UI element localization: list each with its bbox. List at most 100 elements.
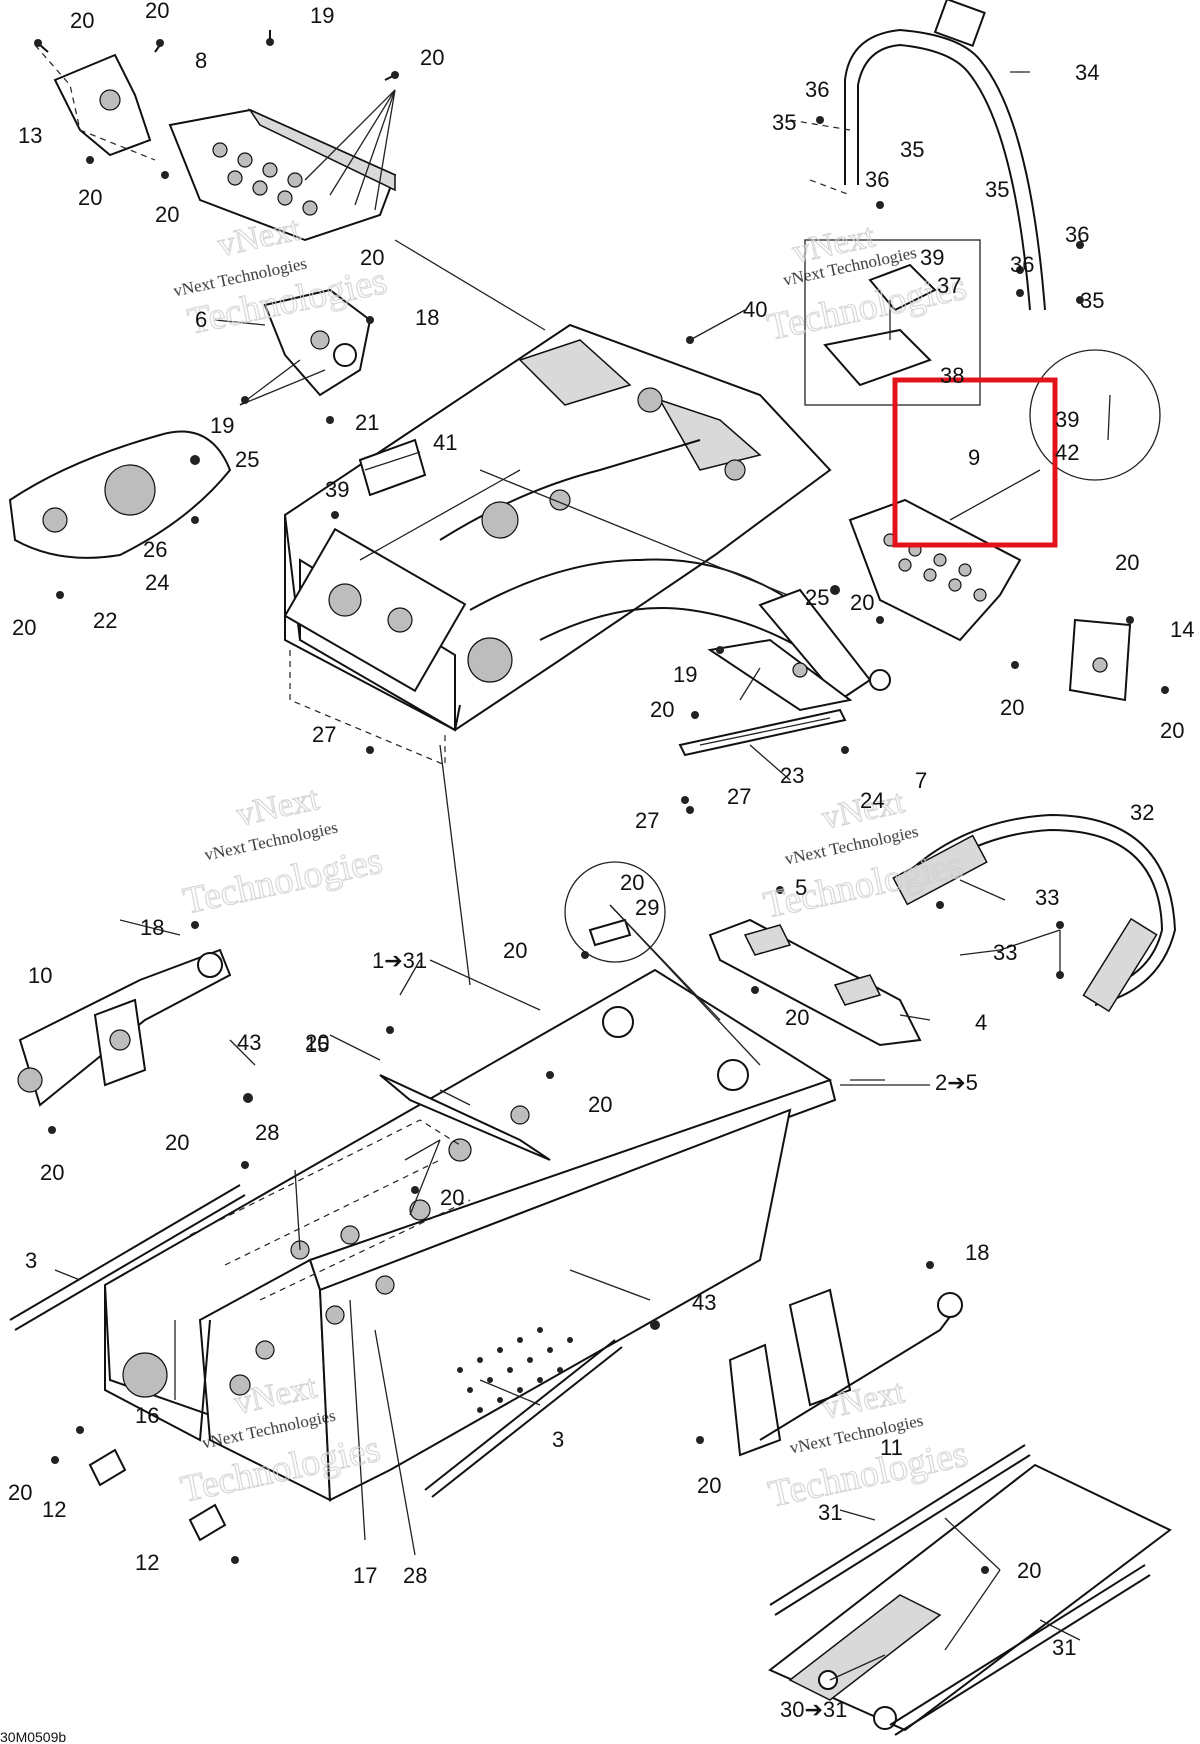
part-4-plate — [708, 918, 922, 1047]
callout-label: 14 — [1170, 617, 1194, 642]
callout-label: 3 — [552, 1427, 564, 1452]
callout-label: 33 — [993, 940, 1017, 965]
callout-label: 20 — [1017, 1558, 1041, 1583]
callout-label: 36 — [1010, 252, 1034, 277]
callout-label: 20 — [12, 615, 36, 640]
callout-label: 20 — [620, 870, 644, 895]
callout-label: 34 — [1075, 60, 1099, 85]
callout-labels: 20 20 19 8 20 13 20 20 20 6 18 19 21 40 … — [8, 0, 1194, 1722]
tunnel-holes — [255, 1105, 530, 1360]
callout-label: 25 — [235, 447, 259, 472]
callout-label: 37 — [937, 273, 961, 298]
callout-label: 15 — [305, 1032, 329, 1057]
callout-label: 9 — [968, 445, 980, 470]
callout-label: 19 — [210, 413, 234, 438]
callout-label: 38 — [940, 363, 964, 388]
callout-label: 1➔31 — [372, 948, 427, 973]
callout-label: 27 — [635, 808, 659, 833]
callout-label: 28 — [255, 1120, 279, 1145]
callout-label: 20 — [650, 697, 674, 722]
part-31-rails — [769, 1444, 1151, 1736]
callout-label: 19 — [673, 662, 697, 687]
part-11-bracket — [728, 1288, 963, 1457]
detail-circle-29 — [564, 861, 666, 963]
tunnel — [103, 968, 837, 1502]
callout-label: 40 — [743, 297, 767, 322]
callout-label: 36 — [865, 167, 889, 192]
callout-label: 41 — [433, 430, 457, 455]
callout-label: 20 — [360, 245, 384, 270]
callout-label: 12 — [42, 1497, 66, 1522]
callout-label: 20 — [440, 1185, 464, 1210]
callout-label: 19 — [310, 3, 334, 28]
detail-circle-39-42 — [1029, 349, 1161, 481]
callout-label: 33 — [1035, 885, 1059, 910]
callout-label: 6 — [195, 307, 207, 332]
callout-label: 30➔31 — [780, 1697, 847, 1722]
callout-label: 20 — [70, 8, 94, 33]
callout-label: 35 — [1080, 288, 1104, 313]
callout-label: 20 — [420, 45, 444, 70]
callout-label: 20 — [697, 1473, 721, 1498]
callout-label: 35 — [772, 110, 796, 135]
highlight-box — [892, 377, 1058, 548]
callout-label: 20 — [588, 1092, 612, 1117]
callout-label: 31 — [1052, 1635, 1076, 1660]
tunnel-perforations — [457, 1327, 573, 1413]
part-13-bracket — [34, 44, 156, 161]
part-9-footrest-right — [848, 469, 1041, 642]
callout-label: 20 — [850, 590, 874, 615]
callout-label: 16 — [135, 1403, 159, 1428]
callout-label: 7 — [915, 768, 927, 793]
part-32-grab-handle — [892, 813, 1177, 1013]
callout-label: 5 — [795, 875, 807, 900]
callout-label: 20 — [8, 1480, 32, 1505]
callout-label: 43 — [237, 1030, 261, 1055]
callout-label: 36 — [805, 77, 829, 102]
callout-label: 13 — [18, 123, 42, 148]
callout-label: 10 — [28, 963, 52, 988]
part-34-handle-bar — [789, 0, 1046, 311]
callout-label: 26 — [143, 537, 167, 562]
callout-label: 17 — [353, 1563, 377, 1588]
part-22-guard — [8, 430, 232, 559]
callout-label: 22 — [93, 608, 117, 633]
callout-label: 36 — [1065, 222, 1089, 247]
callout-label: 20 — [503, 938, 527, 963]
callout-label: 43 — [692, 1290, 716, 1315]
callout-label: 20 — [785, 1005, 809, 1030]
callout-label: 20 — [1115, 550, 1139, 575]
part-8-footrest-left — [168, 108, 397, 242]
callout-label: 20 — [1160, 718, 1184, 743]
fasteners — [34, 30, 1169, 1574]
callout-label: 29 — [635, 895, 659, 920]
callout-label: 32 — [1130, 800, 1154, 825]
part-10-bracket — [17, 948, 232, 1107]
part-41-hinge — [358, 438, 427, 497]
callout-label: 20 — [1000, 695, 1024, 720]
callout-label: 42 — [1055, 440, 1079, 465]
part-7-bracket — [707, 588, 891, 712]
detail-box-37-38 — [804, 239, 981, 406]
callout-label: 35 — [900, 137, 924, 162]
callout-label: 4 — [975, 1010, 987, 1035]
callout-label: 24 — [860, 788, 884, 813]
callout-label: 18 — [965, 1240, 989, 1265]
tunnel-rod-3 — [9, 1184, 623, 1498]
callout-label: 20 — [145, 0, 169, 23]
callout-label: 20 — [40, 1160, 64, 1185]
leader-lines — [54, 71, 1081, 1681]
callout-label: 12 — [135, 1550, 159, 1575]
callout-label: 28 — [403, 1563, 427, 1588]
main-chassis — [283, 323, 832, 766]
callout-label: 39 — [325, 477, 349, 502]
callout-label: 25 — [805, 585, 829, 610]
callout-label: 39 — [920, 245, 944, 270]
part-12-plates — [88, 1448, 227, 1542]
part-14-bracket — [1068, 618, 1132, 702]
callout-label: 39 — [1055, 407, 1079, 432]
callout-label: 20 — [165, 1130, 189, 1155]
callout-label: 20 — [155, 202, 179, 227]
figure-code: 30M0509b — [0, 1729, 66, 1744]
